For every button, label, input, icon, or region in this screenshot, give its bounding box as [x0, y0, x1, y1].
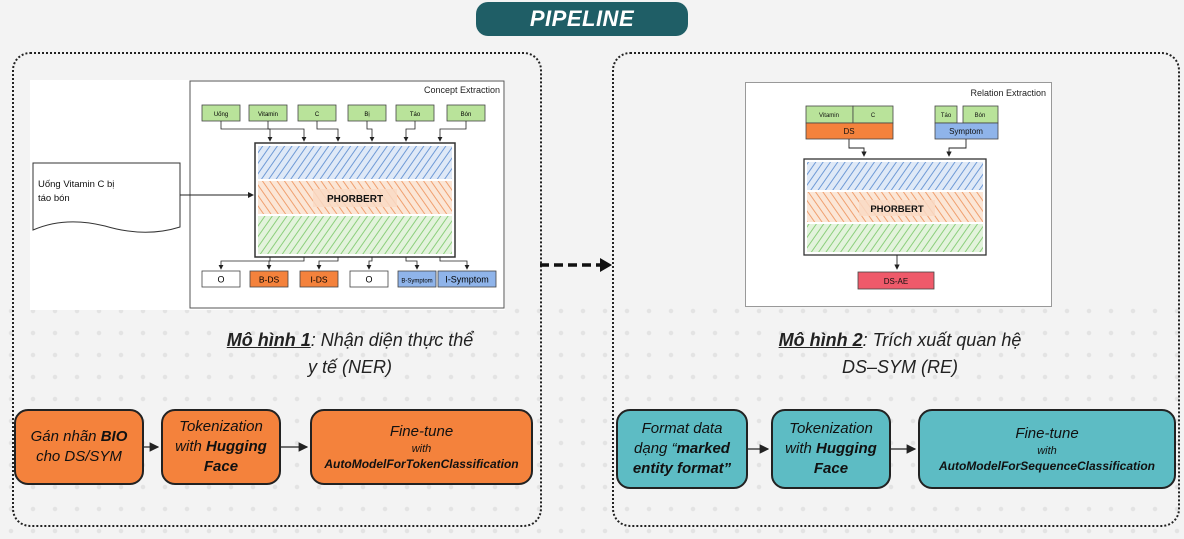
step-tokenization-2: Tokenization with Hugging Face: [771, 409, 891, 489]
model2-panel: [612, 52, 1180, 527]
input-text-line2: táo bón: [38, 193, 70, 204]
bio-bold: BIO: [100, 428, 128, 445]
output-arrow: [218, 257, 271, 270]
model1-caption-rest: : Nhận diện thực thể: [310, 330, 474, 350]
relation-extraction-figure: Relation Extraction Vitamin C DS Táo Bón…: [745, 82, 1052, 307]
output-box: [249, 270, 289, 288]
token-arrow: [267, 121, 307, 142]
re-token-sym-2: Bón: [975, 113, 986, 119]
model2-caption-rest: : Trích xuất quan hệ: [862, 330, 1022, 350]
model1-caption: Mô hình 1: Nhận diện thực thể y tế (NER): [190, 327, 510, 381]
token-label: Vitamin: [258, 112, 278, 118]
re-token-ds-1: Vitamin: [819, 113, 839, 119]
output-arrow: [316, 257, 339, 270]
token-label: Bị: [364, 112, 369, 118]
concept-extraction-title: Concept Extraction: [424, 85, 500, 95]
token-label: Bón: [461, 112, 472, 118]
token-row: Uống Vitamin C Bị Táo Bón: [201, 104, 486, 142]
model2-caption-line2: DS–SYM (RE): [841, 357, 958, 377]
model1-panel: [12, 52, 542, 527]
step-tokenization-1: Tokenization with Hugging Face: [161, 409, 281, 485]
re-output-label: DS-AE: [884, 277, 908, 286]
concept-extraction-figure: Concept Extraction Uống Vitamin C bị táo…: [30, 80, 505, 310]
token-arrow: [437, 121, 467, 142]
model2-caption-name: Mô hình 2: [778, 330, 863, 350]
step-finetune-1: Fine-tune with AutoModelForTokenClassifi…: [310, 409, 533, 485]
output-arrow: [405, 257, 420, 270]
token-arrow: [366, 121, 375, 142]
input-text-line1: Uống Vitamin C bị: [38, 179, 114, 190]
output-arrow: [266, 257, 305, 270]
output-box: [201, 270, 241, 288]
output-box: [397, 270, 437, 288]
step-bio-labeling: Gán nhãn BIO cho DS/SYM: [14, 409, 144, 485]
token-label: Táo: [410, 112, 421, 118]
re-token-ds-2: C: [871, 113, 876, 119]
output-label: I-DS: [311, 275, 328, 285]
token-arrow: [316, 121, 341, 142]
phorbert-label-2: PHORBERT: [870, 204, 924, 215]
output-label: O: [217, 275, 224, 285]
output-row: O B-DS I-DS O B-Symptom I-Symptom: [201, 257, 497, 288]
output-label: B-DS: [259, 275, 280, 285]
output-box: [299, 270, 339, 288]
re-label-ds: DS: [843, 127, 854, 136]
output-label: O: [365, 275, 372, 285]
output-box: [349, 270, 389, 288]
token-label: C: [315, 112, 320, 118]
output-label: B-Symptom: [401, 279, 432, 285]
re-token-sym-1: Táo: [941, 113, 952, 119]
token-arrow: [220, 121, 273, 142]
output-arrow: [439, 257, 470, 270]
output-label: I-Symptom: [445, 275, 489, 285]
model1-caption-line2: y tế (NER): [307, 357, 392, 377]
token-label: Uống: [214, 112, 228, 118]
output-arrow: [366, 257, 373, 270]
phorbert-label-1: PHORBERT: [327, 194, 383, 205]
output-box: [437, 270, 497, 288]
model1-caption-name: Mô hình 1: [226, 330, 311, 350]
token-arrow: [403, 121, 416, 142]
re-label-symptom: Symptom: [949, 127, 983, 136]
model2-caption: Mô hình 2: Trích xuất quan hệ DS–SYM (RE…: [740, 327, 1060, 381]
step-finetune-2: Fine-tune with AutoModelForSequenceClass…: [918, 409, 1176, 489]
relation-extraction-title: Relation Extraction: [970, 88, 1046, 98]
step-format-data: Format data dạng “marked entity format”: [616, 409, 748, 489]
pipeline-title: PIPELINE: [476, 2, 688, 36]
